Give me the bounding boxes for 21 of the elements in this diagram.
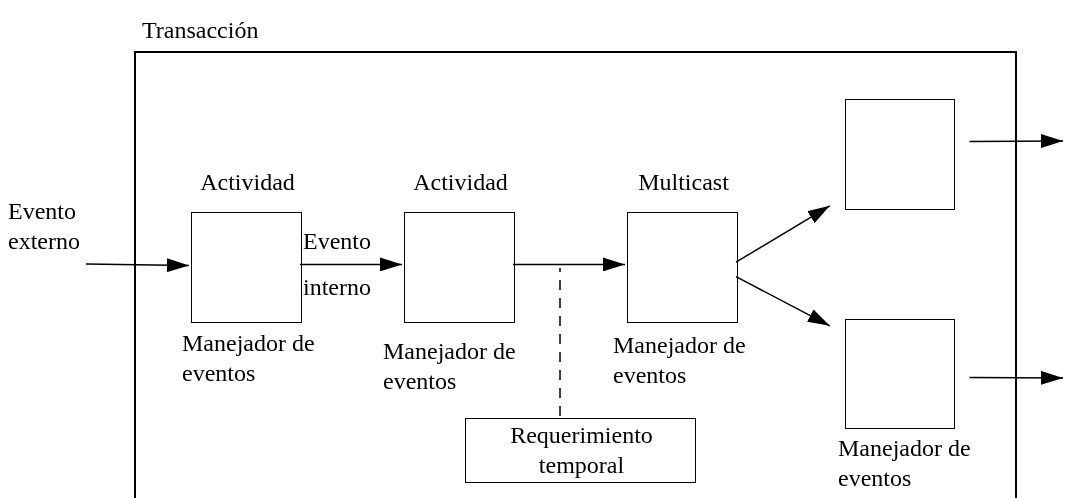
arrow [299, 257, 403, 272]
edge-label: Evento interno [303, 227, 372, 302]
box-caption: Manejador de eventos [838, 434, 972, 493]
box-caption: Manejador de eventos [182, 329, 316, 388]
arrow [735, 275, 831, 327]
process-box [845, 99, 955, 210]
arrow [968, 134, 1064, 149]
arrow [968, 370, 1064, 385]
box-heading: Multicast [637, 168, 730, 197]
box-heading: Actividad [199, 168, 296, 197]
container-title: Transacción [142, 16, 260, 45]
arrow [512, 257, 626, 272]
box-heading: Actividad [412, 168, 509, 197]
box-caption: Manejador de eventos [383, 337, 517, 396]
event-label: Evento externo [8, 197, 81, 256]
requirement-box [465, 418, 696, 483]
dashed-line [559, 267, 561, 417]
arrow [735, 205, 831, 263]
box-caption: Manejador de eventos [613, 331, 747, 390]
requirement-text: Requerimiento temporal [509, 421, 654, 480]
arrow [85, 258, 190, 273]
